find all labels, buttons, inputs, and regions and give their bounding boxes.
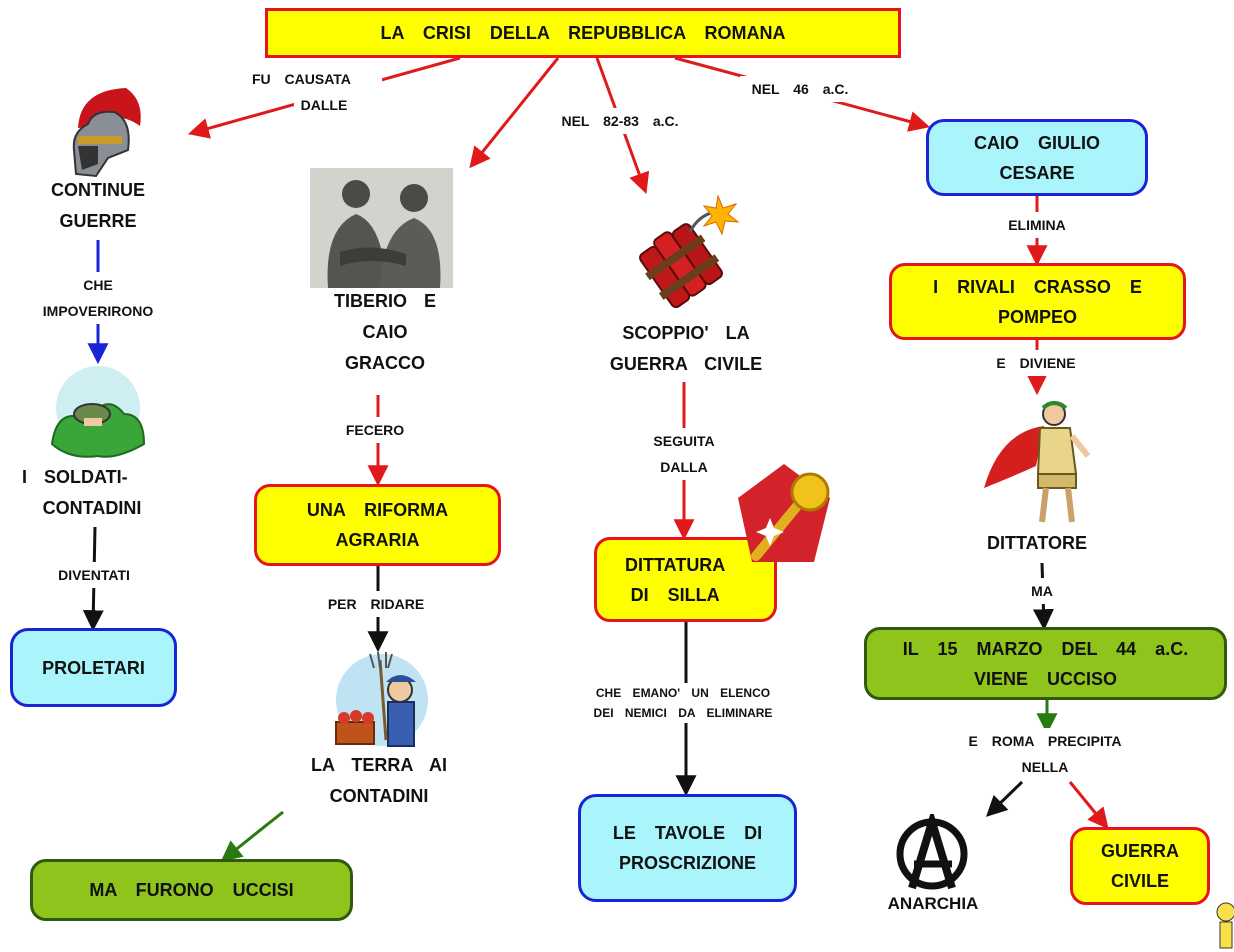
node-line: LA TERRA AI <box>311 755 447 775</box>
link-label-diventati: DIVENTATI <box>46 562 142 588</box>
node-line: CONTADINI <box>42 498 142 518</box>
node-line: CONTADINI <box>329 786 429 806</box>
node-line: GRACCO <box>345 353 425 373</box>
node-line: LE TAVOLE DI <box>612 823 763 843</box>
link-label-dalle: DALLE <box>294 92 354 118</box>
node-line: DI SILLA <box>630 584 720 605</box>
node-guerra-civile-silla: SCOPPIO' LA GUERRA CIVILE <box>586 318 786 380</box>
node-proletari: PROLETARI <box>10 628 177 707</box>
node-line: AGRARIA <box>335 530 420 550</box>
link-label-causata: FU CAUSATA <box>252 66 382 92</box>
link-label-seguita-dalla: SEGUITA DALLA <box>636 428 732 480</box>
node-terra-contadini: LA TERRA AI CONTADINI <box>294 750 464 812</box>
link-label-per-ridare: PER RIDARE <box>306 591 446 617</box>
link-label-line: DALLE <box>300 97 348 113</box>
link-label-line: CHE <box>83 277 113 293</box>
node-line: PROSCRIZIONE <box>618 853 756 873</box>
node-line: CAIO <box>362 322 408 342</box>
node-text: MA FURONO UCCISI <box>89 880 294 900</box>
node-line: TIBERIO E <box>333 291 436 311</box>
node-tiberio-caio-gracco: TIBERIO E CAIO GRACCO <box>300 286 470 379</box>
node-line: I SOLDATI- <box>22 467 128 487</box>
node-line: DITTATURA <box>625 554 726 575</box>
link-label-line: DALLA <box>660 459 708 475</box>
link-label-line: IMPOVERIRONO <box>42 303 154 319</box>
title-box: LA CRISI DELLA REPUBBLICA ROMANA <box>265 8 901 58</box>
node-riforma-agraria: UNA RIFORMA AGRARIA <box>254 484 501 566</box>
link-label-roma-precipita: E ROMA PRECIPITA NELLA <box>938 728 1152 780</box>
link-label-fecero: FECERO <box>334 417 416 443</box>
anarchy-symbol-icon <box>896 814 968 890</box>
node-line: VIENE UCCISO <box>973 668 1118 689</box>
node-line: GUERRA <box>1100 841 1179 861</box>
pencil-mascot-icon <box>1216 902 1234 949</box>
soldier-in-bush-icon <box>50 366 146 458</box>
link-label-line: FU CAUSATA <box>252 71 351 87</box>
node-rivali-crasso-pompeo: I RIVALI CRASSO E POMPEO <box>889 263 1186 340</box>
node-line: UNA RIFORMA <box>306 500 449 520</box>
node-text: PROLETARI <box>42 657 145 678</box>
node-furono-uccisi: MA FURONO UCCISI <box>30 859 353 921</box>
node-line: CONTINUE <box>51 180 145 200</box>
link-label-line: NELLA <box>1021 759 1069 775</box>
node-line: CAIO GIULIO <box>974 132 1100 153</box>
node-continue-guerre: CONTINUE GUERRE <box>38 175 158 237</box>
node-line: POMPEO <box>997 306 1077 327</box>
link-label-elimina: ELIMINA <box>994 212 1080 238</box>
node-anarchia: ANARCHIA <box>887 894 979 913</box>
node-line: CESARE <box>999 162 1075 183</box>
link-label-impoverirono: CHE IMPOVERIRONO <box>28 272 168 324</box>
node-guerra-civile-finale: GUERRA CIVILE <box>1070 827 1210 905</box>
node-line: IL 15 MARZO DEL 44 a.C. <box>902 638 1189 659</box>
node-15-marzo: IL 15 MARZO DEL 44 a.C. VIENE UCCISO <box>864 627 1227 700</box>
node-tavole-proscrizione: LE TAVOLE DI PROSCRIZIONE <box>578 794 797 902</box>
link-label-line: CHE EMANO' UN ELENCO <box>595 686 771 700</box>
link-label-46: NEL 46 a.C. <box>740 76 860 102</box>
link-label-line: E ROMA PRECIPITA <box>968 733 1122 749</box>
link-label-82-83: NEL 82-83 a.C. <box>540 108 700 134</box>
node-dittatura-silla: DITTATURA DI SILLA <box>594 537 777 622</box>
roman-helmet-icon <box>72 88 141 178</box>
node-line: SCOPPIO' LA <box>622 323 750 343</box>
link-label-elenco: CHE EMANO' UN ELENCO DEI NEMICI DA ELIMI… <box>570 683 796 723</box>
caesar-figure-icon <box>984 401 1091 523</box>
link-label-ma: MA <box>1022 578 1062 604</box>
dynamite-icon <box>639 194 740 309</box>
node-dittatore: DITTATORE <box>987 533 1087 553</box>
link-label-line: SEGUITA <box>653 433 715 449</box>
node-line: GUERRA CIVILE <box>609 354 763 374</box>
node-line: I RIVALI CRASSO E <box>933 276 1142 297</box>
title-text: LA CRISI DELLA REPUBBLICA ROMANA <box>380 23 786 43</box>
scepter-icon <box>738 464 830 562</box>
node-soldati-contadini: I SOLDATI- CONTADINI <box>22 462 162 524</box>
node-line: CIVILE <box>1110 871 1169 891</box>
link-label-e-diviene: E DIVIENE <box>976 350 1096 376</box>
farmer-icon <box>335 651 428 747</box>
gracchi-statue-icon <box>310 168 453 288</box>
node-line: GUERRE <box>59 211 137 231</box>
node-caio-giulio-cesare: CAIO GIULIO CESARE <box>926 119 1148 196</box>
link-label-line: DEI NEMICI DA ELIMINARE <box>593 706 773 720</box>
